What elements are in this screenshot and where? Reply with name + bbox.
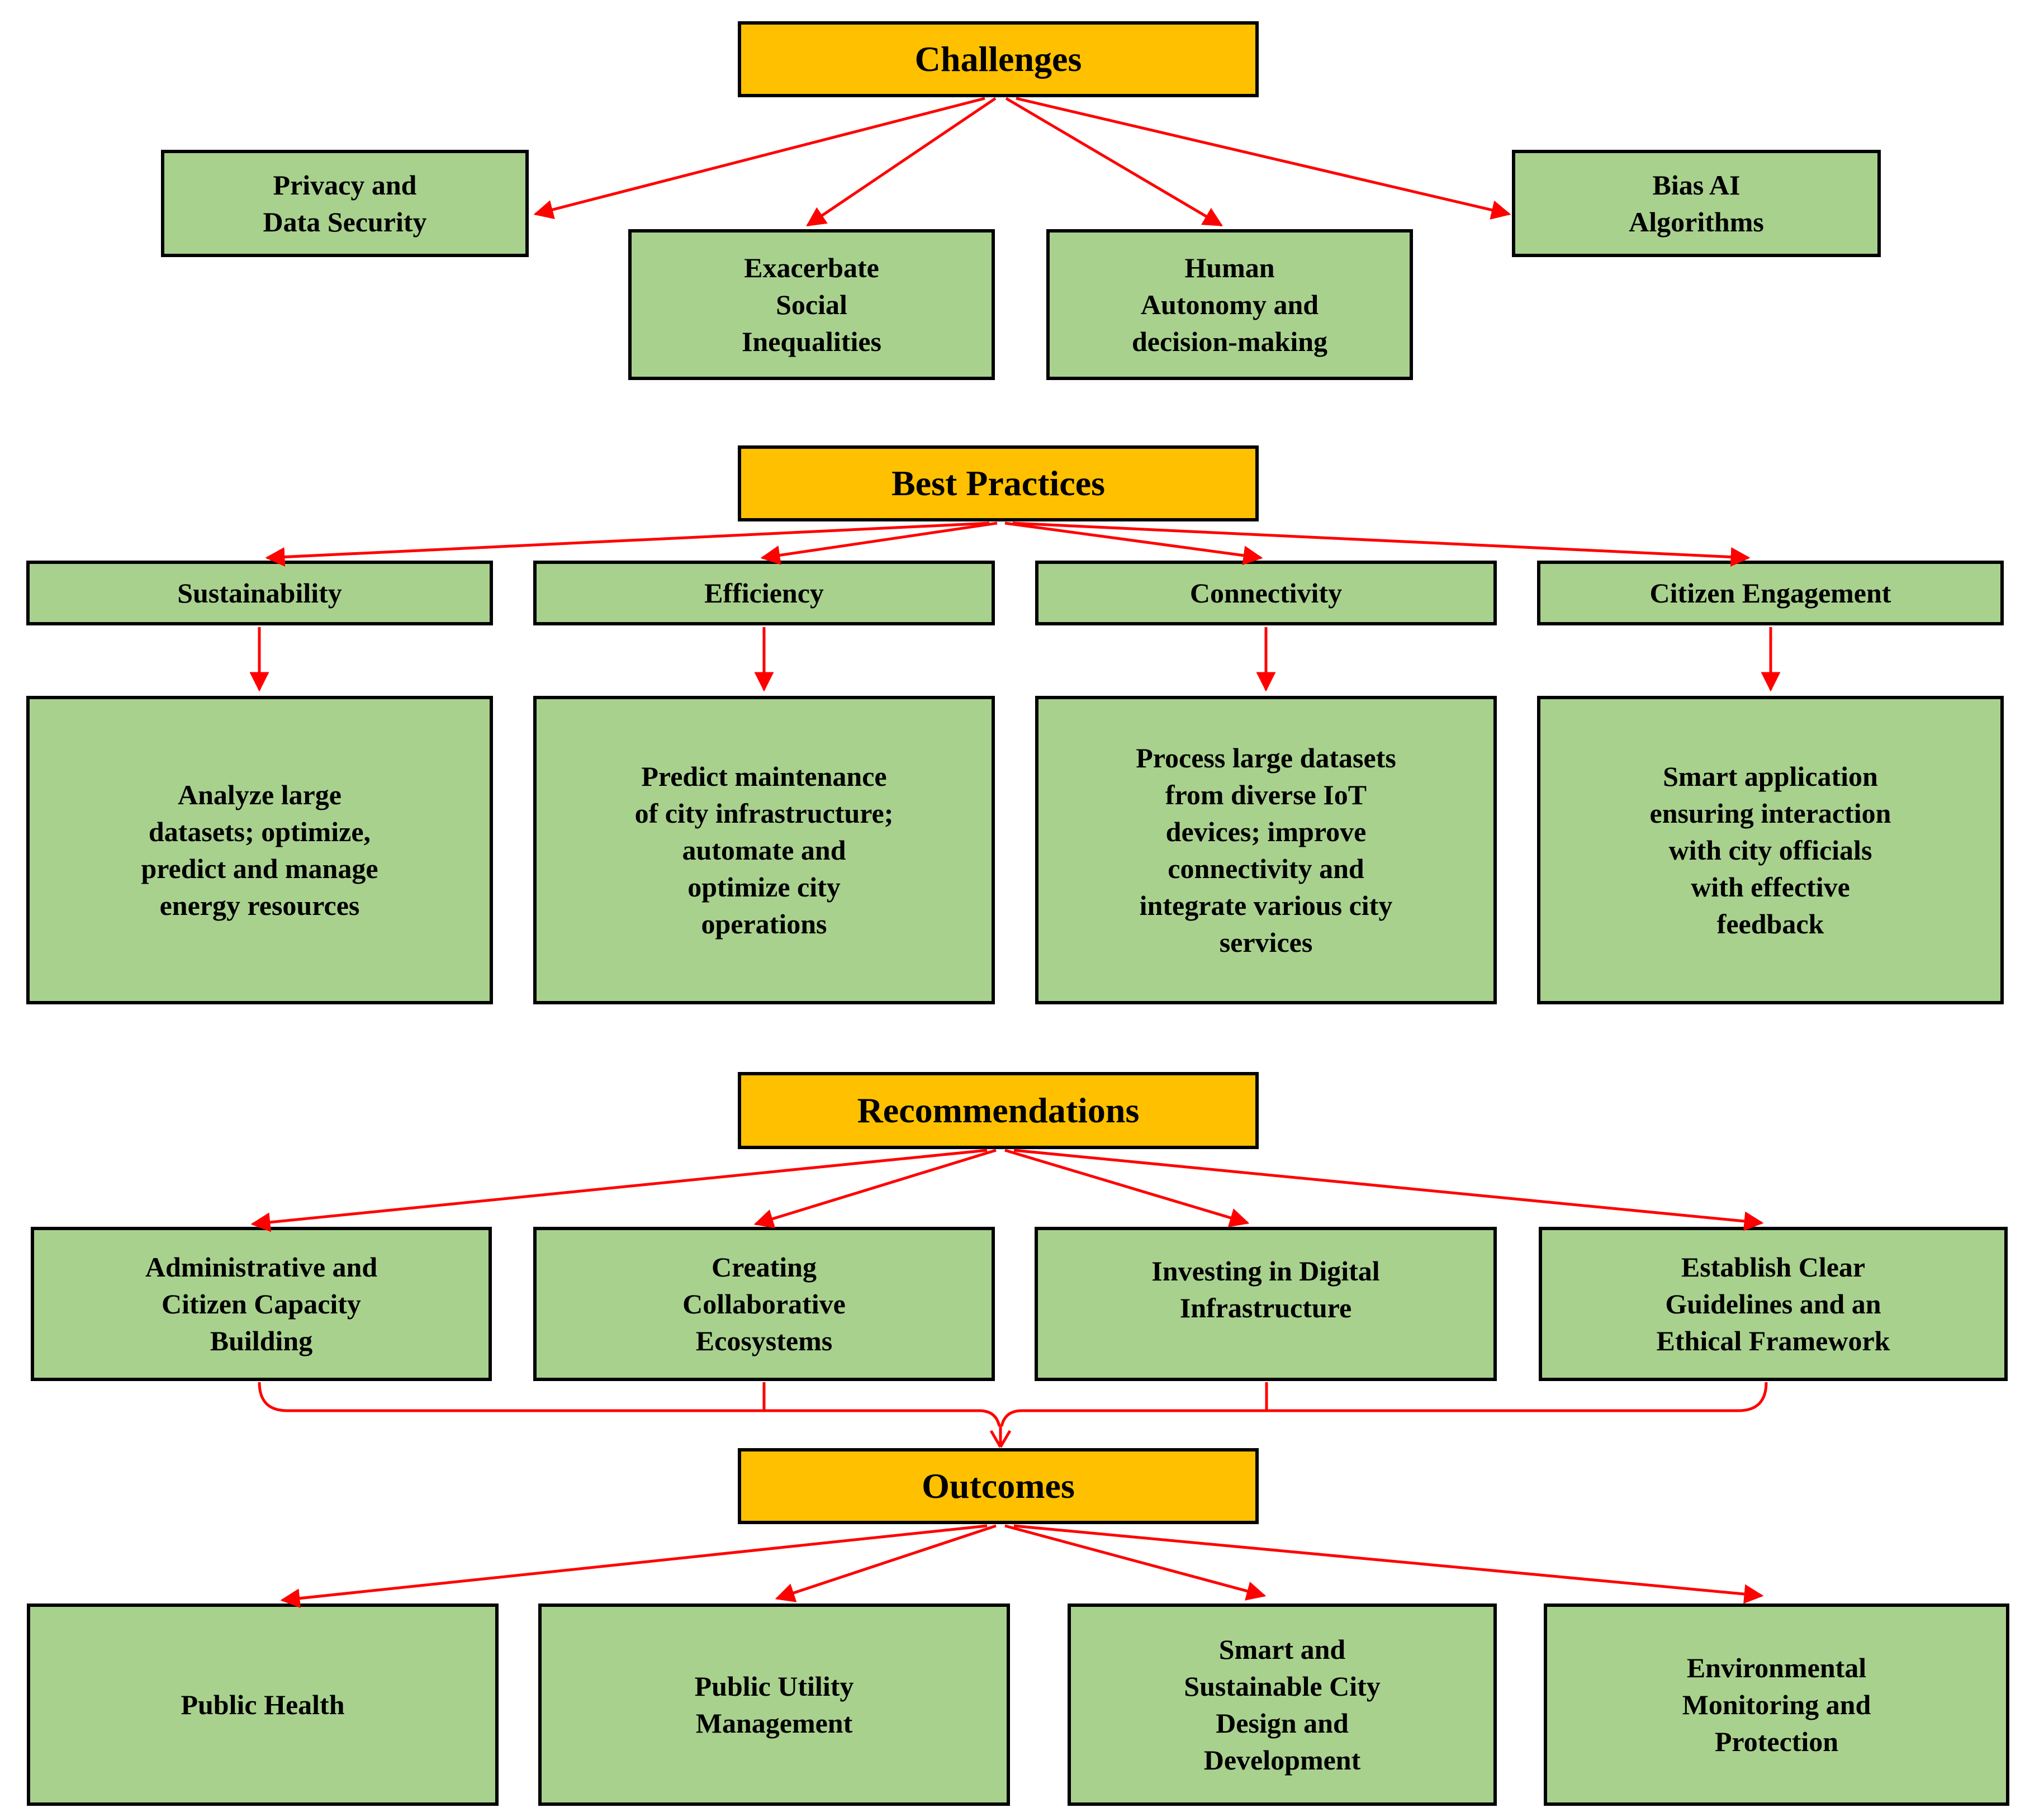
node-efficiency: Efficiency [533,561,995,625]
node-smart-sustainable-city-design-development-label: Smart and Sustainable City Design and De… [1184,1634,1381,1776]
node-public-utility-management: Public Utility Management [538,1603,1010,1806]
node-establish-clear-guidelines-ethical-framework: Establish Clear Guidelines and an Ethica… [1539,1227,2008,1381]
node-citizen-engagement-description-text: Smart application ensuring interaction w… [1649,761,1891,940]
header-best-practices-label: Best Practices [891,463,1106,503]
node-efficiency-label: Efficiency [704,577,824,609]
arrow-recommendations-to-collaborative [753,1149,997,1228]
node-public-utility-management-label: Public Utility Management [694,1671,854,1739]
node-bias-ai-algorithms-label: Bias AI Algorithms [1629,169,1764,238]
header-recommendations-label: Recommendations [857,1090,1140,1130]
node-privacy-and-data-security: Privacy and Data Security [161,150,529,257]
arrow-challenges-to-exacerbate [806,97,997,227]
node-sustainability-description-text: Analyze large datasets; optimize, predic… [141,779,378,921]
arrow-outcomes-to-smart-city [1004,1524,1267,1601]
node-bias-ai-algorithms: Bias AI Algorithms [1512,150,1881,257]
node-investing-in-digital-infrastructure: Investing in Digital Infrastructure [1035,1227,1497,1381]
arrow-best-practices-to-sustainability [265,521,990,567]
node-environmental-monitoring-protection-label: Environmental Monitoring and Protection [1682,1652,1871,1757]
node-connectivity: Connectivity [1035,561,1497,625]
node-administrative-citizen-capacity-building: Administrative and Citizen Capacity Buil… [31,1227,492,1381]
header-outcomes-label: Outcomes [922,1465,1075,1506]
header-challenges-label: Challenges [914,39,1082,79]
node-creating-collaborative-ecosystems-label: Creating Collaborative Ecosystems [682,1251,846,1356]
arrow-best-practices-to-citizen-engagement [1012,521,1751,567]
node-citizen-engagement-label: Citizen Engagement [1649,577,1891,609]
node-investing-in-digital-infrastructure-label: Investing in Digital Infrastructure [1151,1255,1380,1323]
node-exacerbate-social-inequalities: Exacerbate Social Inequalities [628,229,995,380]
node-connectivity-description: Process large datasets from diverse IoT … [1035,696,1497,1004]
arrow-recommendations-to-investing [1004,1149,1250,1227]
arrow-challenges-to-privacy [533,97,985,220]
node-exacerbate-social-inequalities-label: Exacerbate Social Inequalities [741,252,882,357]
arrow-merge-to-outcomes [989,1426,1012,1448]
arrow-outcomes-to-public-health [280,1524,988,1609]
node-connectivity-label: Connectivity [1189,577,1343,609]
arrow-challenges-to-bias-ai [1016,97,1511,220]
arrow-recommendations-to-guidelines [1013,1149,1764,1231]
node-public-health: Public Health [27,1603,499,1806]
connector-merge-right [1000,1382,1768,1427]
arrow-outcomes-to-public-utility [775,1524,997,1602]
node-administrative-citizen-capacity-building-label: Administrative and Citizen Capacity Buil… [145,1251,378,1356]
header-best-practices: Best Practices [738,445,1259,521]
header-outcomes: Outcomes [738,1448,1259,1524]
node-environmental-monitoring-protection: Environmental Monitoring and Protection [1544,1603,2009,1806]
node-privacy-and-data-security-label: Privacy and Data Security [263,169,427,238]
node-sustainability: Sustainability [26,561,493,625]
node-sustainability-label: Sustainability [177,577,342,609]
node-human-autonomy-decision-making: Human Autonomy and decision-making [1046,229,1413,380]
arrow-best-practices-to-connectivity [1004,521,1263,566]
arrow-best-practices-to-efficiency [760,521,998,565]
node-human-autonomy-decision-making-label: Human Autonomy and decision-making [1131,252,1328,357]
node-citizen-engagement-description: Smart application ensuring interaction w… [1537,696,2004,1004]
header-challenges: Challenges [738,21,1259,97]
arrow-outcomes-to-environmental [1013,1524,1764,1604]
header-recommendations: Recommendations [738,1072,1259,1149]
node-efficiency-description-text: Predict maintenance of city infrastructu… [634,761,894,940]
node-creating-collaborative-ecosystems: Creating Collaborative Ecosystems [533,1227,995,1381]
node-establish-clear-guidelines-ethical-framework-label: Establish Clear Guidelines and an Ethica… [1656,1251,1890,1356]
node-smart-sustainable-city-design-development: Smart and Sustainable City Design and De… [1068,1603,1497,1806]
arrow-recommendations-to-administrative [250,1149,988,1232]
node-connectivity-description-text: Process large datasets from diverse IoT … [1136,742,1396,958]
node-sustainability-description: Analyze large datasets; optimize, predic… [26,696,493,1004]
node-efficiency-description: Predict maintenance of city infrastructu… [533,696,995,1004]
node-citizen-engagement: Citizen Engagement [1537,561,2004,625]
node-public-health-label: Public Health [181,1689,345,1720]
arrow-challenges-to-human-autonomy [1005,97,1223,227]
connector-merge-left [258,1382,1001,1427]
